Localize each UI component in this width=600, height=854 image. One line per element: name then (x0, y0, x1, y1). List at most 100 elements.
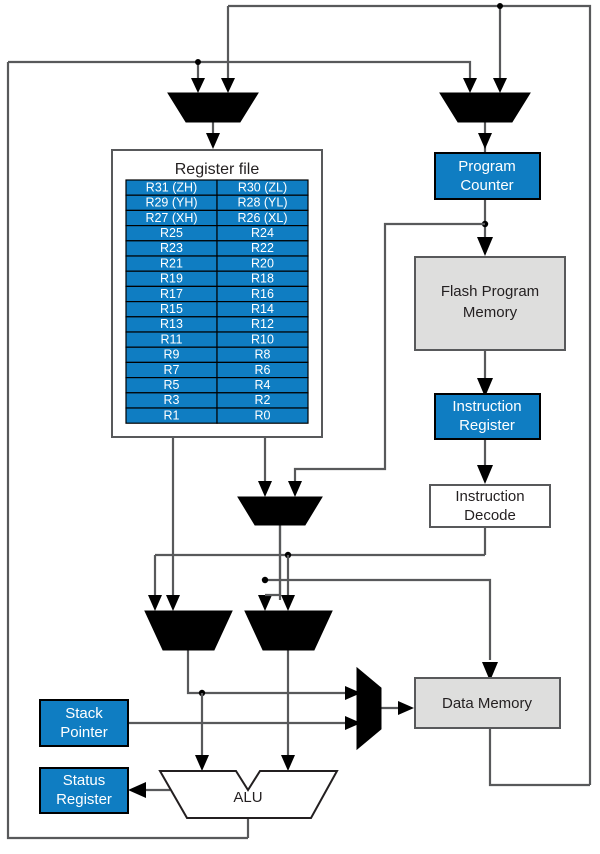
register-cell-label: R16 (251, 287, 274, 301)
alu-block[interactable]: ALU (158, 770, 339, 819)
wire-mux-alu-a-out (186, 650, 355, 695)
instruction-register-label-line1: Instruction (452, 398, 521, 415)
flash-program-memory-block[interactable]: Flash Program Memory (414, 256, 566, 351)
arrowhead-mux-middle-a (258, 481, 272, 497)
program-counter-box (434, 152, 541, 200)
stack-pointer-box (39, 699, 129, 747)
program-counter-block[interactable]: Program Counter (434, 152, 541, 200)
register-cell-label: R0 (255, 408, 271, 422)
arrowhead-regfile-in (206, 133, 220, 149)
register-cell-label: R14 (251, 302, 274, 316)
register-cell-label: R19 (160, 272, 183, 286)
arrowhead-mux-top-right-b (493, 78, 507, 93)
status-register-label-line1: Status (63, 772, 106, 789)
arrowhead-pc-in (478, 133, 492, 149)
register-cell-label: R10 (251, 332, 274, 346)
register-cell-label: R17 (160, 287, 183, 301)
instruction-register-block[interactable]: Instruction Register (434, 393, 541, 440)
register-file-title: Register file (175, 161, 260, 178)
register-cell-label: R31 (ZH) (146, 180, 197, 194)
arrowhead-data-memory-left-in (398, 701, 414, 715)
instruction-register-label-line2: Register (459, 417, 515, 434)
mux-alu-operand-b[interactable] (244, 610, 333, 651)
register-cell-label: R22 (251, 241, 274, 255)
status-register-block[interactable]: Status Register (39, 767, 129, 814)
wire-data-memory-out (488, 728, 590, 787)
instruction-decode-box (429, 484, 551, 528)
register-cell-label: R3 (164, 393, 180, 407)
arrowhead-mux-alu-a-a (166, 595, 180, 611)
wire-mux-middle-out-jog (265, 525, 282, 597)
wire-left-outer-bus-return (6, 62, 248, 840)
register-cell-label: R2 (255, 393, 271, 407)
flash-program-memory-label-line2: Memory (463, 304, 518, 321)
register-cell-label: R7 (164, 363, 180, 377)
arrowhead-decode-in (477, 465, 493, 484)
mux-alu-operand-a[interactable] (144, 610, 233, 651)
junction-control-bus-b (261, 576, 269, 584)
register-cell-label: R6 (255, 363, 271, 377)
register-cell-label: R24 (251, 226, 274, 240)
arrowhead-data-mux-in-bottom (345, 716, 361, 730)
register-cell-label: R25 (160, 226, 183, 240)
instruction-decode-label-line2: Decode (464, 507, 516, 524)
arrowhead-ir-in (477, 378, 493, 397)
register-cell-label: R13 (160, 317, 183, 331)
mux-data-memory-address[interactable] (356, 666, 382, 751)
register-cell-label: R11 (160, 332, 182, 346)
register-cell-label: R30 (ZL) (238, 180, 287, 194)
junction-left-bus-muxleft (195, 59, 201, 65)
register-cell-label: R28 (YL) (237, 196, 287, 210)
stack-pointer-block[interactable]: Stack Pointer (39, 699, 129, 747)
arrowhead-mux-middle-b (288, 481, 302, 497)
register-cell-label: R27 (XH) (145, 211, 197, 225)
status-register-label-line2: Register (56, 791, 112, 808)
arrowhead-flash-in (477, 237, 493, 256)
mux-top-left[interactable] (167, 92, 259, 123)
mux-top-right[interactable] (439, 92, 531, 123)
register-cell-label: R29 (YH) (145, 196, 197, 210)
register-file-cells: R31 (ZH) R30 (ZL) R29 (YH) R28 (YL) R27 (XH)… (125, 179, 309, 424)
arrowhead-status-register-in (128, 782, 146, 798)
register-cell-label: R9 (164, 348, 180, 362)
instruction-register-box (434, 393, 541, 440)
register-cell[interactable] (216, 407, 309, 424)
register-file-block[interactable]: Register file R31 (ZH)R30 (ZL)R29 (YH)R2… (111, 149, 323, 438)
arrowhead-mux-alu-b-b (281, 595, 295, 611)
arrowhead-mux-top-left-a (191, 78, 205, 93)
program-counter-label-line1: Program (458, 158, 516, 175)
arrowhead-mux-top-right-a (463, 78, 477, 93)
alu-label: ALU (233, 789, 262, 806)
status-register-box (39, 767, 129, 814)
junction-top-bus-right (497, 3, 503, 9)
mux-middle[interactable] (237, 496, 323, 526)
data-memory-label: Data Memory (442, 695, 533, 712)
arrowhead-alu-in-left (195, 755, 209, 771)
register-cell-label: R20 (251, 256, 274, 270)
data-memory-block[interactable]: Data Memory (414, 677, 561, 729)
arrowhead-data-memory-top-in (482, 662, 498, 681)
register-cell-label: R18 (251, 272, 274, 286)
flash-program-memory-box (414, 256, 566, 351)
register-cell-label: R5 (164, 378, 180, 392)
register-cell-label: R23 (160, 241, 183, 255)
wire-control-bus-b (265, 578, 492, 660)
program-counter-label-line2: Counter (460, 177, 513, 194)
register-cell-label: R8 (255, 348, 271, 362)
multiplexer-group (144, 92, 531, 751)
instruction-decode-block[interactable]: Instruction Decode (429, 484, 551, 528)
register-cell-label: R21 (160, 256, 183, 270)
arrowhead-mux-alu-b-a (258, 595, 272, 611)
alu-shape (158, 770, 339, 819)
bus-wires (6, 3, 592, 840)
stack-pointer-label-line1: Stack (65, 705, 103, 722)
arrowhead-data-mux-in-top (345, 686, 361, 700)
register-cell-label: R15 (160, 302, 183, 316)
data-memory-box (414, 677, 561, 729)
arrowhead-mux-alu-a-b (148, 595, 162, 611)
arrowhead-mux-top-left-b (221, 78, 235, 93)
register-cell-label: R1 (164, 408, 180, 422)
wire-top-outer-bus (228, 4, 592, 785)
